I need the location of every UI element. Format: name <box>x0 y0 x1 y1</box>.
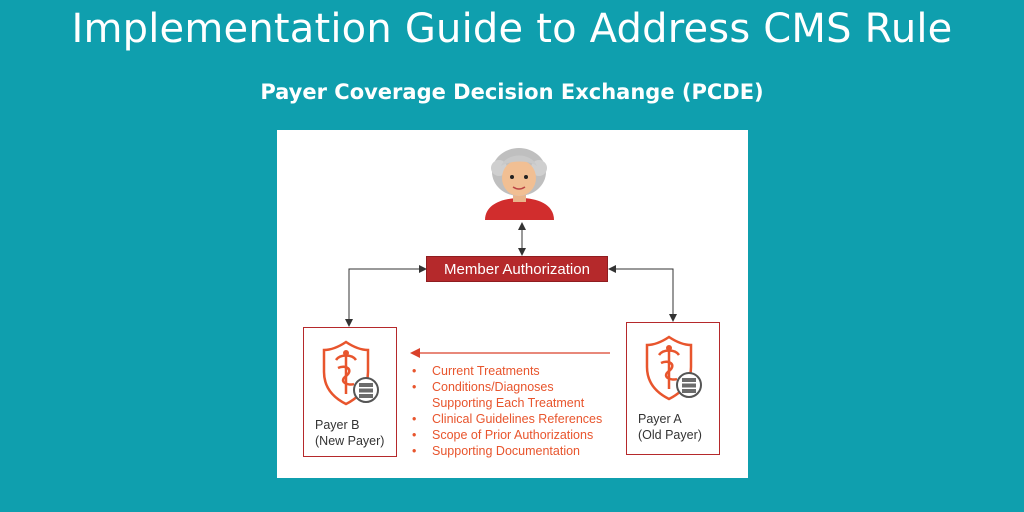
medical-shield-icon <box>645 335 702 401</box>
diagram-connectors <box>345 148 677 358</box>
list-item: •Supporting Documentation <box>412 444 581 458</box>
member-authorization-box: Member Authorization <box>426 256 608 282</box>
member-avatar-icon <box>485 148 554 220</box>
page-subtitle: Payer Coverage Decision Exchange (PCDE) <box>260 80 764 104</box>
exchange-items-list: •Current Treatments •Conditions/Diagnose… <box>410 363 602 459</box>
payer-b-name: Payer B <box>315 418 360 432</box>
list-item: •Current Treatments <box>412 364 540 378</box>
list-item: •Scope of Prior Authorizations <box>412 428 594 442</box>
payer-b-note: (New Payer) <box>315 434 385 448</box>
payer-b-box: Payer B (New Payer) <box>303 327 397 457</box>
diagram-panel: Member Authorization Payer B (New Payer) <box>277 130 748 478</box>
list-item: •Clinical Guidelines References <box>412 412 603 426</box>
payer-a-name: Payer A <box>638 412 682 426</box>
page-title: Implementation Guide to Address CMS Rule <box>71 6 953 52</box>
payer-a-box: Payer A (Old Payer) <box>626 322 720 455</box>
payer-a-note: (Old Payer) <box>638 428 702 442</box>
medical-shield-icon <box>322 340 379 406</box>
